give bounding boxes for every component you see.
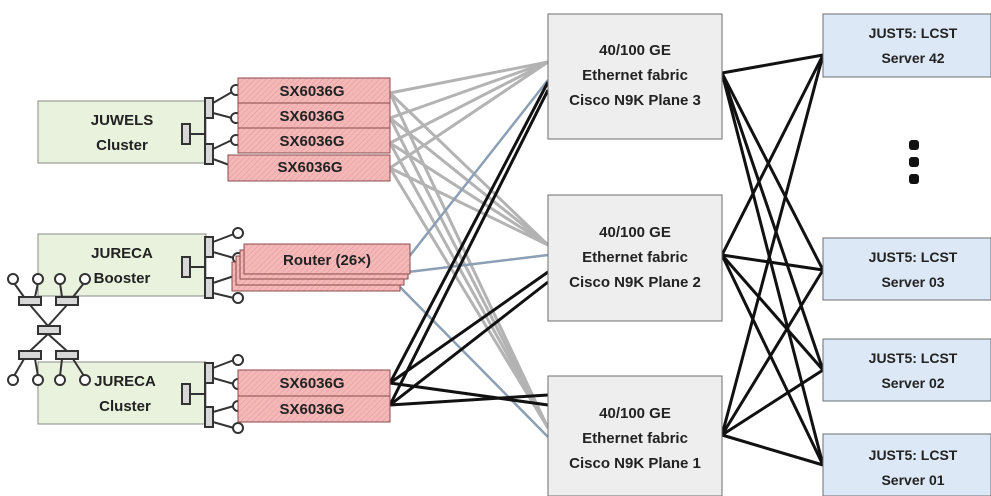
fabric-speed: 40/100 GE: [599, 405, 671, 422]
switch-label: SX6036G: [279, 133, 344, 150]
fabric-type: Ethernet fabric: [582, 430, 688, 447]
fabric-to-server-links: [720, 53, 825, 467]
switch-label: SX6036G: [279, 375, 344, 392]
fabric-type: Ethernet fabric: [582, 67, 688, 84]
fabric-speed: 40/100 GE: [599, 42, 671, 59]
switch-sx6036g: SX6036G: [227, 154, 391, 182]
switch-sx6036g: SX6036G: [237, 395, 391, 423]
server-name: Server 42: [881, 50, 944, 66]
switch-sx6036g: SX6036G: [237, 127, 391, 154]
ellipsis-icon: [909, 140, 919, 184]
cluster-name: JUWELS: [91, 112, 154, 129]
fabric-plane-name: Cisco N9K Plane 3: [569, 92, 701, 109]
interconnect-icon: [7, 273, 91, 386]
switch-sx6036g: SX6036G: [237, 102, 391, 129]
server-name: Server 03: [881, 274, 944, 290]
cluster-type: Cluster: [96, 137, 148, 154]
server-group: JUST5: LCST: [869, 249, 958, 265]
server-group: JUST5: LCST: [869, 447, 958, 463]
cluster-jureca: JURECA Cluster: [37, 361, 207, 425]
switch-label: SX6036G: [279, 108, 344, 125]
cluster-name: JURECA: [94, 373, 156, 390]
server-42: JUST5: LCST Server 42: [822, 13, 991, 78]
juwels-switch-stack: SX6036G SX6036G SX6036G SX6036G: [227, 77, 391, 182]
cluster-type: Booster: [94, 270, 151, 287]
cluster-name: JURECA: [91, 245, 153, 262]
server-name: Server 02: [881, 375, 944, 391]
server-03: JUST5: LCST Server 03: [822, 237, 991, 301]
switch-sx6036g: SX6036G: [237, 77, 391, 104]
server-group: JUST5: LCST: [869, 350, 958, 366]
fabric-plane-name: Cisco N9K Plane 1: [569, 455, 701, 472]
server-group: JUST5: LCST: [869, 25, 958, 41]
server-01: JUST5: LCST Server 01: [822, 433, 991, 496]
fabric-speed: 40/100 GE: [599, 224, 671, 241]
fabric-plane-1: 40/100 GE Ethernet fabric Cisco N9K Plan…: [547, 375, 723, 496]
fabric-type: Ethernet fabric: [582, 249, 688, 266]
switch-label: SX6036G: [279, 401, 344, 418]
booster-links: [399, 79, 549, 438]
switch-label: SX6036G: [277, 159, 342, 176]
switch-sx6036g: SX6036G: [237, 369, 391, 397]
server-02: JUST5: LCST Server 02: [822, 338, 991, 402]
fabric-plane-2: 40/100 GE Ethernet fabric Cisco N9K Plan…: [547, 194, 723, 322]
fabric-plane-name: Cisco N9K Plane 2: [569, 274, 701, 291]
cluster-juwels: JUWELS Cluster: [37, 100, 207, 164]
jureca-cluster-links: [388, 81, 550, 407]
router-label: Router (26×): [283, 252, 371, 269]
booster-router-stack: Router (26×): [231, 243, 411, 292]
fabric-plane-3: 40/100 GE Ethernet fabric Cisco N9K Plan…: [547, 13, 723, 140]
switch-label: SX6036G: [279, 83, 344, 100]
cluster-type: Cluster: [99, 398, 151, 415]
server-name: Server 01: [881, 472, 944, 488]
cluster-jureca-booster: JURECA Booster: [37, 233, 207, 297]
jureca-switch-stack: SX6036G SX6036G: [237, 369, 391, 423]
